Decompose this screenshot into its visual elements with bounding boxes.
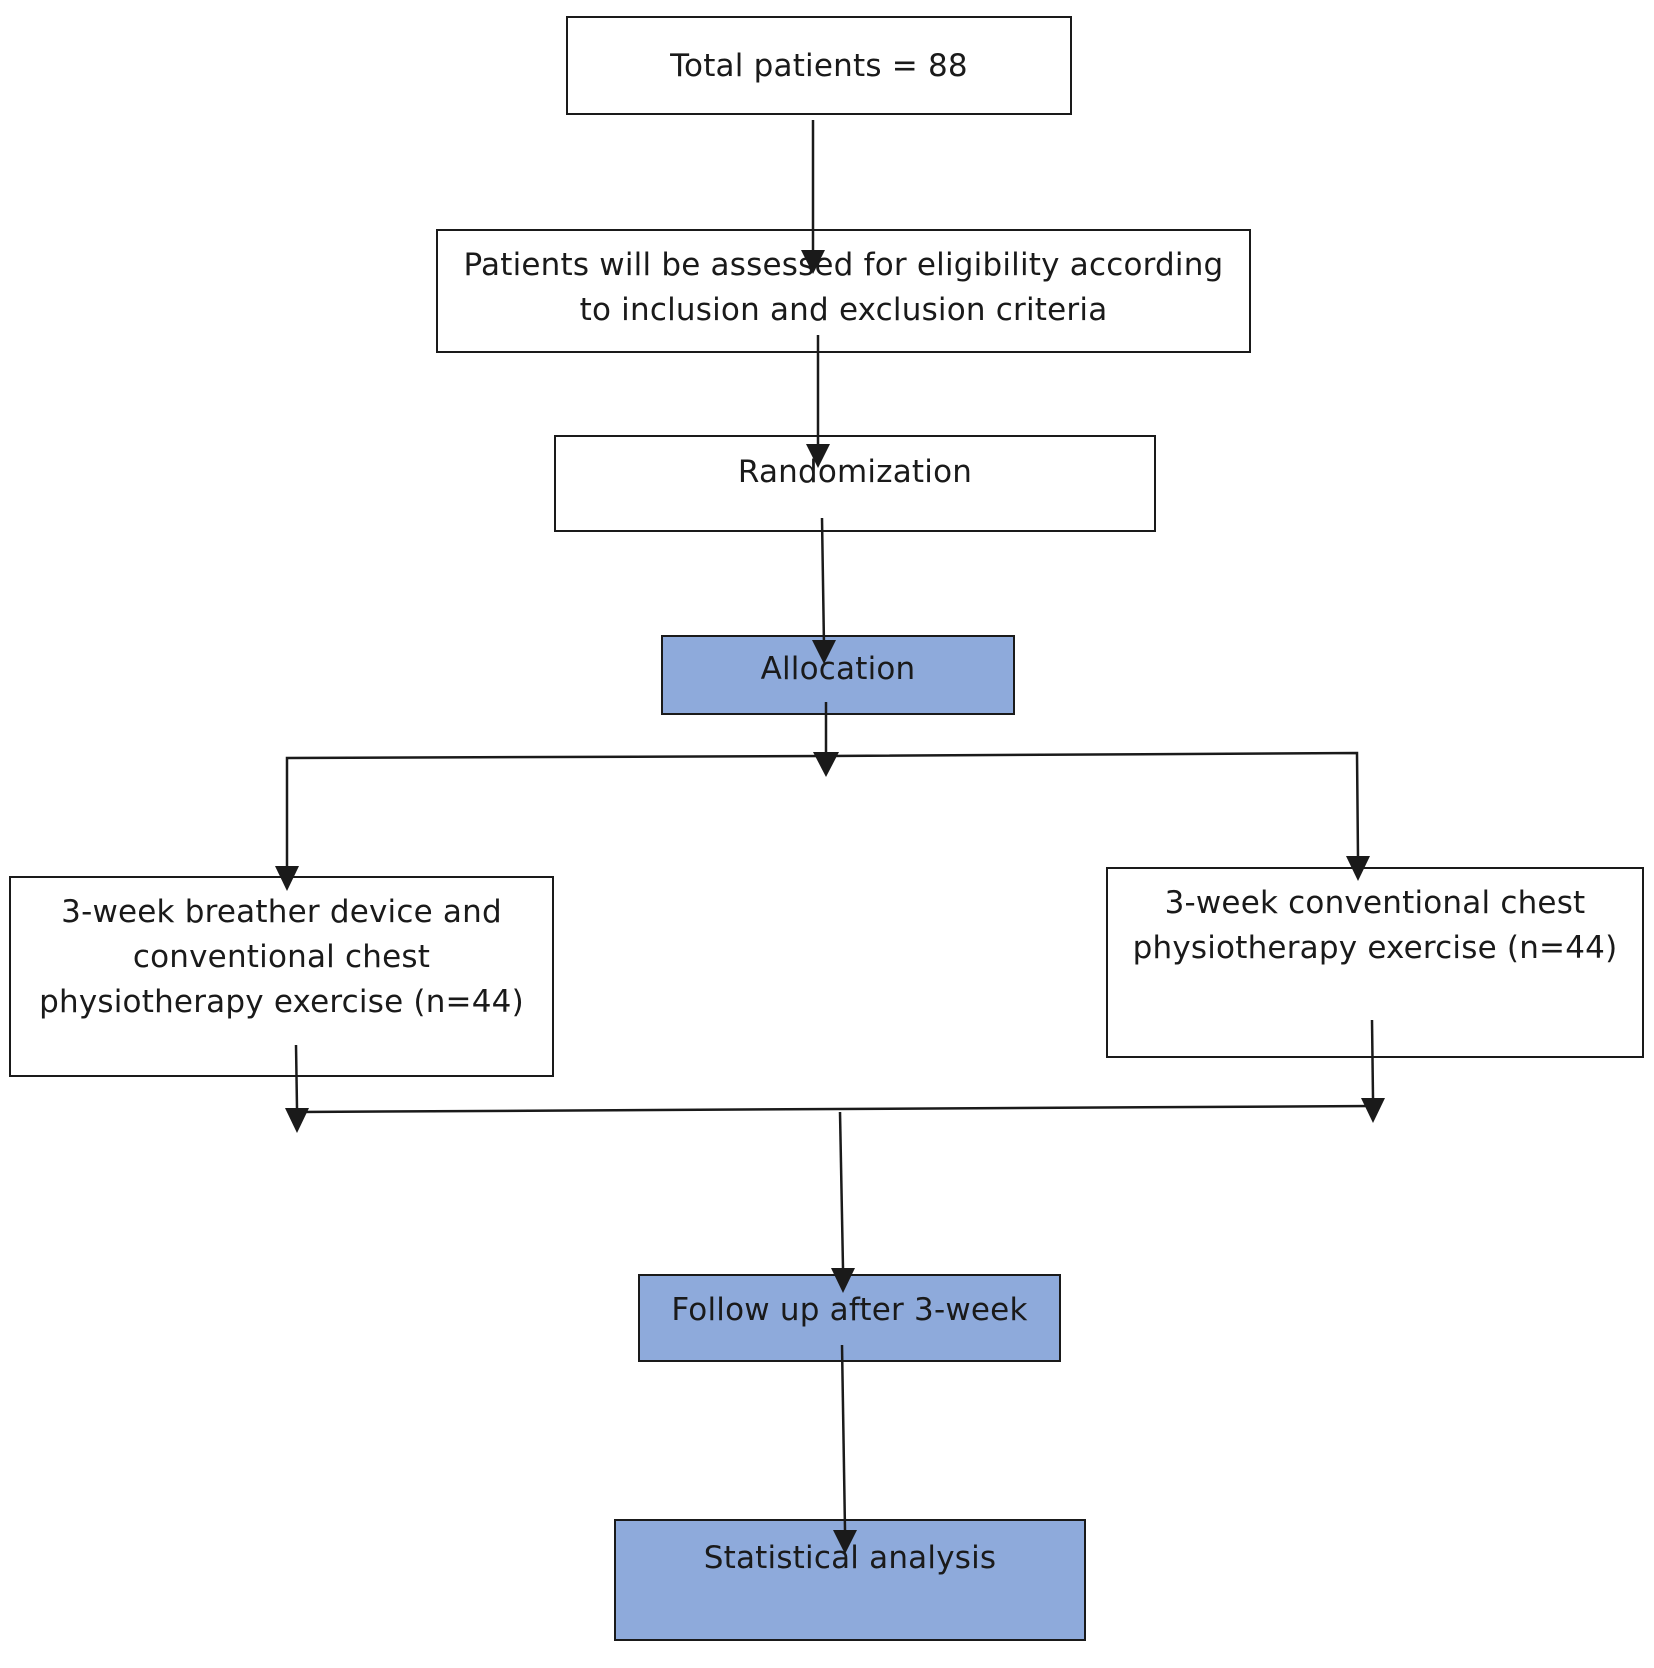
statistical-analysis-label: Statistical analysis (703, 1540, 997, 1576)
group-b-box: 3-week conventional chest physiotherapy … (1106, 867, 1644, 1058)
follow-up-label: Follow up after 3-week (671, 1292, 1028, 1328)
arrowhead-merge-left (285, 1108, 309, 1133)
randomization-label: Randomization (737, 454, 973, 490)
total-patients-label: Total patients = 88 (670, 48, 968, 84)
group-a-box: 3-week breather device and conventional … (9, 876, 554, 1077)
arrowhead-split (813, 752, 839, 777)
connector-randomization-to-allocation (820, 517, 826, 647)
total-patients-box: Total patients = 88 (566, 16, 1072, 115)
connector-merge-to-followup (838, 1111, 845, 1269)
randomization-box: Randomization (554, 435, 1156, 532)
arrowhead-merge-right (1361, 1098, 1385, 1123)
connector-split-left (285, 754, 827, 868)
group-b-label: 3-week conventional chest physiotherapy … (1132, 885, 1618, 966)
connector-merge-line (296, 1104, 1374, 1114)
connector-split-right (825, 751, 1360, 859)
eligibility-label: Patients will be assessed for eligibilit… (463, 247, 1224, 328)
eligibility-box: Patients will be assessed for eligibilit… (436, 229, 1251, 353)
allocation-label: Allocation (760, 651, 916, 687)
statistical-analysis-box: Statistical analysis (614, 1519, 1086, 1641)
allocation-box: Allocation (661, 635, 1015, 715)
group-a-label: 3-week breather device and conventional … (39, 894, 524, 1020)
follow-up-box: Follow up after 3-week (638, 1274, 1061, 1362)
connector-followup-to-analysis (840, 1344, 847, 1531)
